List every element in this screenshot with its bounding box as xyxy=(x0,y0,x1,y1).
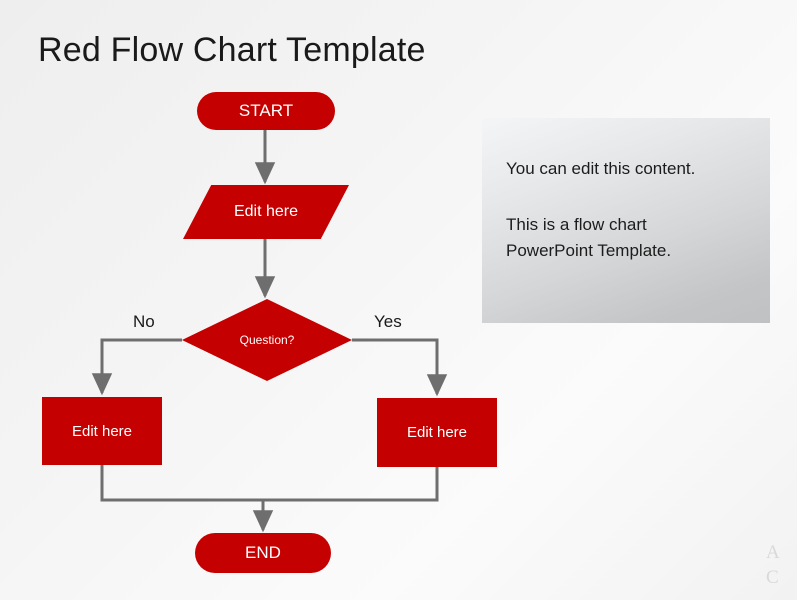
flow-node-decision-label: Question? xyxy=(239,333,295,347)
side-panel-paragraph-2: This is a flow chart PowerPoint Template… xyxy=(506,212,746,264)
branch-label-no: No xyxy=(133,312,155,331)
connector-process-left-to-merge xyxy=(100,465,263,502)
side-panel-paragraph-2-line-2: PowerPoint Template. xyxy=(506,241,672,260)
flow-node-start[interactable]: START xyxy=(197,92,335,130)
side-text-panel[interactable]: You can edit this content. This is a flo… xyxy=(482,118,770,323)
flow-node-end-label: END xyxy=(245,543,281,562)
flow-node-decision[interactable]: Question? xyxy=(182,299,352,381)
connector-decision-no-to-process-left xyxy=(91,338,182,396)
flow-node-start-label: START xyxy=(238,101,294,120)
flow-node-process-left[interactable]: Edit here xyxy=(42,397,162,465)
flow-node-process-left-label: Edit here xyxy=(71,422,133,440)
flow-node-end[interactable]: END xyxy=(195,533,331,573)
page-title: Red Flow Chart Template xyxy=(38,31,426,69)
side-panel-paragraph-1: You can edit this content. xyxy=(506,159,696,178)
flow-node-input-label: Edit here xyxy=(233,203,299,220)
flow-node-process-right[interactable]: Edit here xyxy=(377,398,497,467)
connector-process-right-to-merge xyxy=(263,467,439,502)
parallelogram-shape xyxy=(183,185,349,239)
side-panel-paragraph-2-line-1: This is a flow chart xyxy=(506,215,647,234)
connector-decision-yes-to-process-right xyxy=(352,338,448,397)
flow-node-process-right-label: Edit here xyxy=(406,424,468,441)
flow-node-input[interactable]: Edit here xyxy=(183,185,349,239)
branch-label-yes: Yes xyxy=(374,312,402,331)
